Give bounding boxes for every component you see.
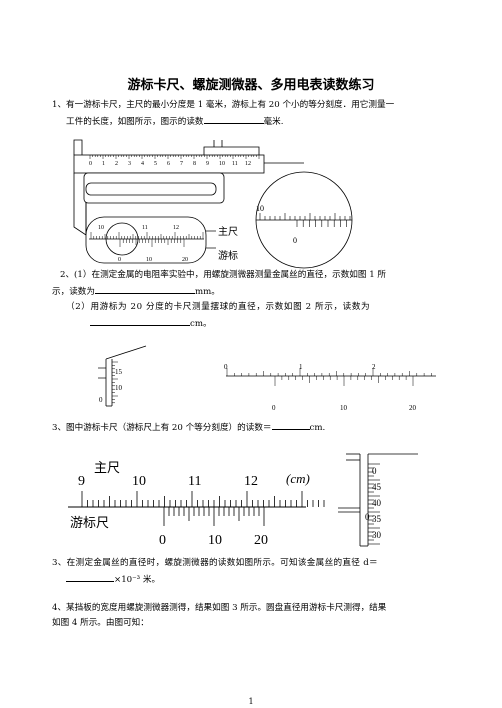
micrometer-2: 0 45 40 35 30 0 — [338, 453, 418, 547]
tick-label: 35 — [372, 514, 382, 524]
vernier-slot — [85, 182, 217, 196]
q4-line2: ×10⁻³ 米。 — [52, 571, 464, 588]
q2-answer-blank-1[interactable] — [94, 283, 195, 294]
tick-label: 10 — [219, 161, 225, 167]
label-main-scale: 主尺 — [218, 226, 238, 238]
q1-text: 1、有一游标卡尺，主尺的最小分度是 1 毫米，游标上有 20 个小的等分刻度．用… — [52, 98, 462, 130]
tick-label: 45 — [372, 482, 382, 492]
tick-label: 10 — [115, 384, 123, 392]
q2-line3: （2）用游标为 20 分度的卡尺测量摆球的直径，示数如图 2 所示，读数为 — [66, 302, 371, 312]
tick-label: 2 — [115, 161, 118, 167]
tick-label: 40 — [372, 498, 382, 508]
tick-label: 2 — [372, 363, 376, 371]
label-vernier-scale: 游标尺 — [70, 515, 109, 530]
tick-label: 10 — [98, 225, 104, 231]
tick-label: 10 — [146, 257, 152, 263]
vernier-top — [203, 146, 260, 155]
tick-label: 10 — [340, 404, 348, 412]
tick-label: 9 — [78, 474, 85, 489]
tick-label: 10 — [208, 533, 222, 548]
q1-answer-blank[interactable] — [203, 113, 264, 124]
label-main-scale: 主尺 — [94, 460, 120, 475]
q5-line1: 4、某挡板的宽度用螺旋测微器测得，结果如图 3 所示。圆盘直径用游标卡尺测得，结… — [52, 603, 387, 613]
q4-answer-blank[interactable] — [66, 571, 114, 582]
tick-label: 12 — [244, 474, 258, 489]
tick-label: 11 — [232, 161, 238, 167]
q4-line1: 3、在测定金属丝的直径时，螺旋测微器的读数如图所示。可知该金属丝的直径 d＝ — [52, 558, 378, 568]
tick-label: 8 — [193, 161, 196, 167]
q5-line2: 如图 4 所示。由图可知： — [52, 618, 149, 628]
tick-label: 5 — [154, 161, 157, 167]
q4-text: 3、在测定金属丝的直径时，螺旋测微器的读数如图所示。可知该金属丝的直径 d＝ ×… — [52, 556, 464, 588]
tick-label: 11 — [188, 474, 201, 489]
label-vernier-scale: 游标 — [218, 249, 238, 262]
tick-label: 0 — [372, 466, 377, 476]
tick-label: 3 — [128, 161, 131, 167]
tick-label: 0 — [293, 236, 297, 245]
q2-answer-blank-2[interactable] — [90, 315, 190, 326]
tick-label: 15 — [115, 368, 123, 376]
tick-label: 1 — [299, 363, 303, 371]
q3-text: 3、图中游标卡尺（游标尺上有 20 个等分刻度）的读数＝cm. — [52, 419, 464, 436]
q3-answer-blank[interactable] — [271, 419, 310, 430]
tick-label: 20 — [182, 257, 188, 263]
tick-label: 0 — [99, 396, 103, 404]
q2-line1: 2、(1）在测定金属的电阻率实验中，用螺旋测微器测量金属丝的直径，示数如图 1 … — [60, 270, 387, 280]
tick-label: 11 — [142, 225, 148, 231]
page-title: 游标卡尺、螺旋测微器、多用电表读数练习 — [127, 78, 375, 93]
q1-line1: 1、有一游标卡尺，主尺的最小分度是 1 毫米，游标上有 20 个小的等分刻度．用… — [52, 100, 395, 110]
tick-label: 0 — [224, 363, 228, 371]
tick-label: 6 — [167, 161, 170, 167]
tick-label: 10 — [132, 474, 146, 489]
figure-2: 15 10 0 0 1 2 0 10 20 — [98, 345, 436, 412]
tick-label: 10 — [256, 204, 264, 213]
tick-label: 0 — [118, 257, 121, 263]
vernier-caliper-2: 0 1 2 0 10 20 — [224, 363, 436, 412]
tick-label: 20 — [409, 404, 417, 412]
q1-line2: 工件的长度，如图所示，图示的读数毫米. — [52, 113, 462, 130]
tick-label: 0 — [159, 533, 166, 548]
tick-label: 12 — [173, 225, 179, 231]
tick-label: 9 — [206, 161, 209, 167]
tick-label: 20 — [254, 533, 268, 548]
tick-label: 12 — [245, 161, 251, 167]
tick-label: 0 — [89, 161, 92, 167]
unit-label: (cm) — [286, 471, 310, 486]
tick-label: 0 — [365, 512, 370, 522]
tick-label: 30 — [372, 530, 382, 540]
q2-text: 2、(1）在测定金属的电阻率实验中，用螺旋测微器测量金属丝的直径，示数如图 1 … — [52, 268, 464, 332]
caliper-figure: 0 1 2 3 4 5 6 7 8 9 10 11 12 10 11 12 0 … — [73, 139, 353, 269]
tick-label: 4 — [141, 161, 144, 167]
micrometer-1: 15 10 0 — [98, 345, 147, 407]
page-number: 1 — [248, 697, 254, 706]
q5-text: 4、某挡板的宽度用螺旋测微器测得，结果如图 3 所示。圆盘直径用游标卡尺测得，结… — [52, 601, 464, 631]
tick-label: 1 — [102, 161, 105, 167]
tick-label: 7 — [180, 161, 183, 167]
magnifier-circle — [105, 222, 139, 256]
main-scale-numbers: 0 1 2 3 4 5 6 7 8 9 10 11 12 — [89, 161, 251, 167]
tick-label: 0 — [272, 404, 276, 412]
q2-line4: cm。 — [52, 315, 464, 332]
figure-3: 主尺 9 10 11 12 (cm) 游标尺 0 10 20 0 45 40 3… — [68, 453, 418, 548]
zoom-panel — [85, 216, 207, 264]
